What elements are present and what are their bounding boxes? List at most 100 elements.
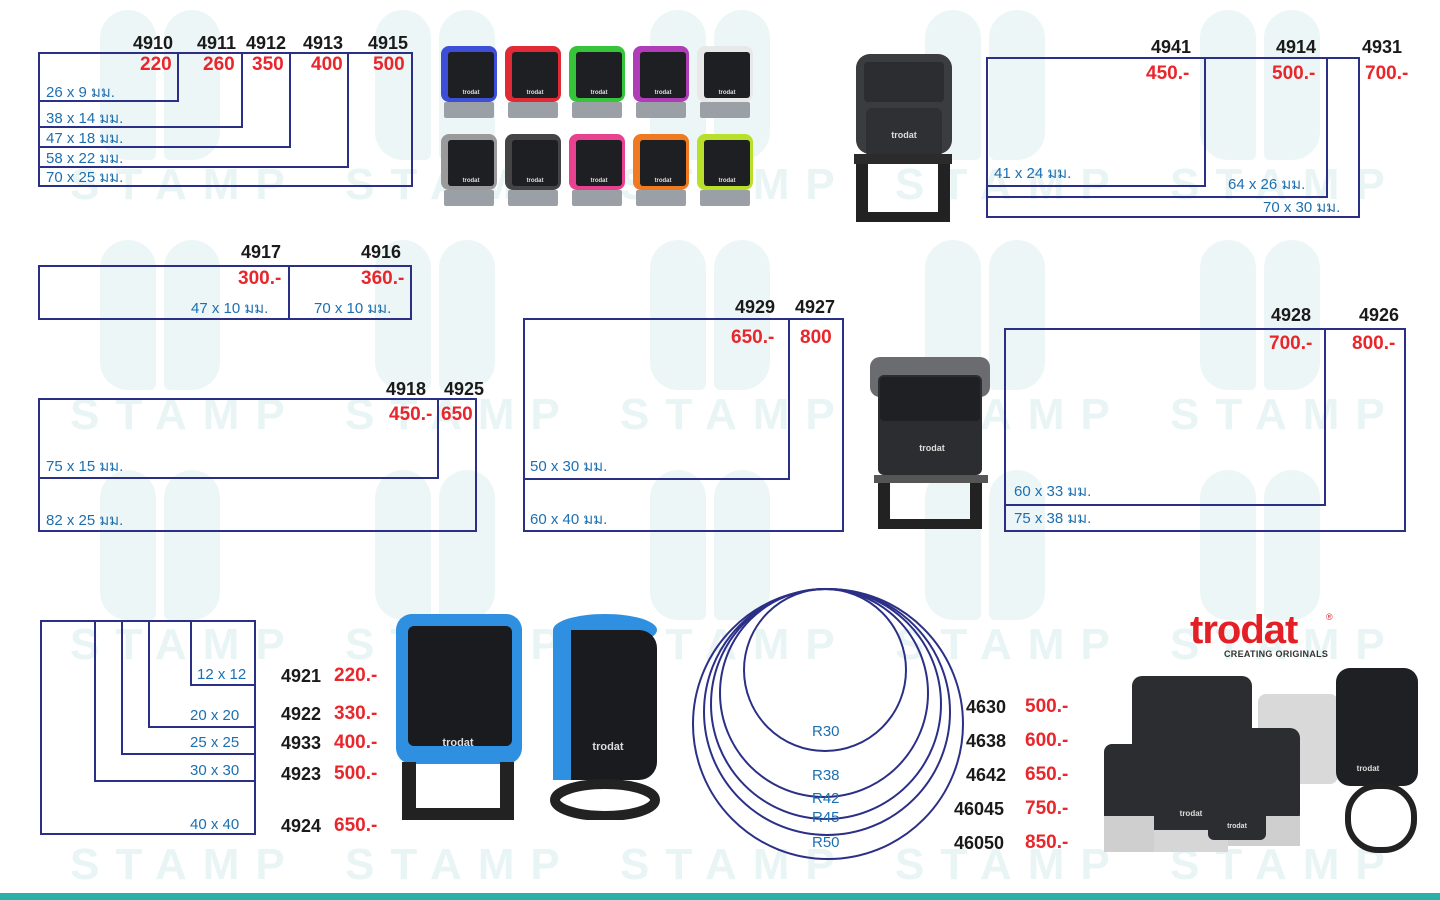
model-number: 4921 [281, 666, 322, 686]
stamp-label: trodat [919, 443, 945, 453]
radius-label: R45 [812, 809, 840, 826]
price: 260 [203, 54, 235, 75]
size-label: 26 x 9 มม. [46, 84, 115, 101]
model-number: 4642 [966, 765, 1007, 785]
model-number: 4924 [281, 816, 322, 836]
price: 450.- [1146, 63, 1190, 84]
model-number: 4933 [281, 733, 322, 753]
stamp-label: trodat [1357, 764, 1380, 773]
watermark-logo [1200, 470, 1320, 620]
color-stamp-image: trodat [633, 134, 689, 206]
size-label: 40 x 40 [190, 816, 240, 833]
model-number: 4927 [795, 297, 836, 317]
size-label: 58 x 22 มม. [46, 150, 124, 167]
stamp-label: trodat [591, 178, 608, 184]
stamp-label: trodat [719, 178, 736, 184]
size-label: 50 x 30 มม. [530, 458, 608, 475]
radius-label: R30 [812, 723, 840, 740]
color-stamp-image: trodat [569, 46, 625, 118]
size-label: 70 x 10 มม. [314, 300, 392, 317]
color-stamp-image: trodat [441, 46, 497, 118]
size-label: 60 x 40 มม. [530, 511, 608, 528]
brand-logo-text: trodat [1190, 608, 1298, 652]
watermark-logo [100, 10, 220, 160]
model-number: 4914 [1276, 37, 1317, 57]
size-label: 30 x 30 [190, 762, 240, 779]
watermark-text: STAMP [620, 390, 851, 439]
color-stamp-image: trodat [441, 134, 497, 206]
stamp-label: trodat [1180, 809, 1203, 818]
stamp-image-round-blue: trodat [550, 614, 660, 820]
price: 700.- [1365, 63, 1409, 84]
watermark-logo [100, 470, 220, 620]
model-number: 4929 [735, 297, 776, 317]
watermark-text: STAMP [70, 620, 301, 669]
stamp-label: trodat [591, 90, 608, 96]
model-number: 46050 [954, 833, 1005, 853]
price: 650 [441, 404, 473, 425]
stamp-label: trodat [592, 741, 624, 753]
stamp-label: trodat [655, 178, 672, 184]
watermark-logo [925, 470, 1045, 620]
price: 400.- [334, 732, 378, 753]
model-number: 46045 [954, 799, 1005, 819]
model-number: 4915 [368, 33, 409, 53]
watermark-text: STAMP [1170, 620, 1401, 669]
price: 800.- [1352, 333, 1396, 354]
registered-mark: ® [1326, 612, 1333, 622]
price: 450.- [389, 404, 433, 425]
size-label: 20 x 20 [190, 707, 240, 724]
size-box-4941 [986, 57, 1206, 187]
stamp-image-4928: trodat [870, 357, 990, 529]
radius-label: R38 [812, 767, 840, 784]
size-box-4918 [38, 398, 439, 479]
model-number: 4917 [241, 242, 282, 262]
size-label: 82 x 25 มม. [46, 512, 124, 529]
watermark-logo [925, 10, 1045, 160]
model-number: 4922 [281, 704, 322, 724]
price: 750.- [1025, 798, 1069, 819]
stamp-label: trodat [719, 90, 736, 96]
watermark-text: STAMP [70, 160, 301, 209]
size-label: 60 x 33 มม. [1014, 483, 1092, 500]
size-box-4917 [38, 265, 290, 320]
watermark-text: STAMP [895, 160, 1126, 209]
price: 700.- [1269, 333, 1313, 354]
brand-tagline: CREATING ORIGINALS [1224, 649, 1329, 659]
price: 400 [311, 54, 343, 75]
color-stamp-image: trodat [697, 46, 753, 118]
stamp-label: trodat [655, 90, 672, 96]
model-number: 4912 [246, 33, 287, 53]
stamp-image-square-blue: trodat [396, 614, 522, 820]
model-number: 4638 [966, 731, 1007, 751]
stamp-label: trodat [527, 90, 544, 96]
circle-r30 [743, 588, 907, 752]
stamp-label: trodat [463, 178, 480, 184]
watermark-text: STAMP [70, 840, 301, 889]
size-label: 70 x 25 มม. [46, 169, 124, 186]
size-box-4929 [523, 318, 790, 480]
model-number: 4931 [1362, 37, 1403, 57]
watermark-logo [650, 470, 770, 620]
model-number: 4941 [1151, 37, 1192, 57]
price: 220.- [334, 665, 378, 686]
price: 850.- [1025, 832, 1069, 853]
stamp-label: trodat [1227, 823, 1248, 830]
size-label: 64 x 26 มม. [1228, 176, 1306, 193]
price: 360.- [361, 268, 405, 289]
size-label: 75 x 15 มม. [46, 458, 124, 475]
price: 500.- [1025, 696, 1069, 717]
stamp-image-4941: trodat [854, 54, 952, 222]
model-number: 4926 [1359, 305, 1400, 325]
price: 650.- [1025, 764, 1069, 785]
stamp-group-image: trodat trodat trodat [1104, 668, 1418, 853]
size-label: 47 x 18 มม. [46, 130, 124, 147]
price: 500.- [1272, 63, 1316, 84]
color-stamp-image: trodat [505, 46, 561, 118]
size-box-4928 [1004, 328, 1326, 506]
model-number: 4913 [303, 33, 344, 53]
stamp-label: trodat [891, 130, 917, 140]
model-number: 4916 [361, 242, 402, 262]
price: 350 [252, 54, 284, 75]
